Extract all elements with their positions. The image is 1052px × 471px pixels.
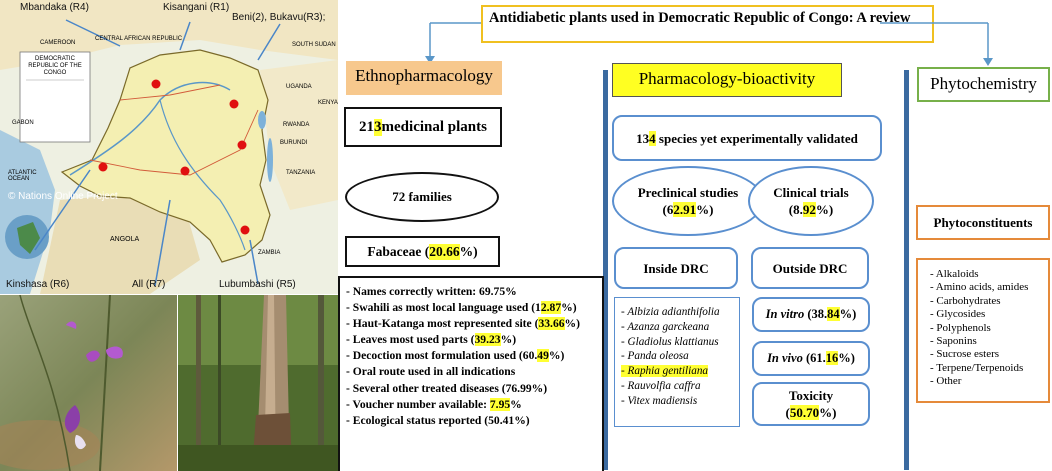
phytoconstituent-item: - Glycosides bbox=[930, 308, 986, 321]
fabaceae-box: Fabaceae (20.66%) bbox=[345, 236, 500, 267]
flower-photo bbox=[0, 295, 177, 471]
section-pharmacology: Pharmacology-bioactivity bbox=[612, 63, 842, 97]
species-item: - Vitex madiensis bbox=[621, 394, 698, 407]
species-item: - Rauvolfia caffra bbox=[621, 379, 701, 392]
map-label-beni-bukavu: Beni(2), Bukavu(R3); bbox=[232, 12, 326, 23]
ethno-finding-item: - Leaves most used parts (39.23%) bbox=[346, 333, 517, 347]
map-country-label: ZAMBIA bbox=[258, 250, 281, 256]
ethno-finding-item: - Swahili as most local language used (1… bbox=[346, 301, 577, 315]
outside-drc-box: Outside DRC bbox=[751, 247, 869, 289]
phytoconstituent-item: - Amino acids, amides bbox=[930, 281, 1029, 294]
map-country-label: CAMEROON bbox=[40, 40, 76, 46]
ethno-finding-item: - Oral route used in all indications bbox=[346, 365, 516, 379]
divider-bar bbox=[904, 70, 909, 470]
map-country-label: BURUNDI bbox=[280, 140, 308, 146]
species-item: - Gladiolus klattianus bbox=[621, 335, 719, 348]
map-country-label: UGANDA bbox=[286, 84, 312, 90]
map-country-label: SOUTH SUDAN bbox=[292, 42, 336, 48]
phytoconstituent-item: - Alkaloids bbox=[930, 268, 979, 280]
section-ethnopharmacology: Ethnopharmacology bbox=[346, 61, 502, 95]
phytoconstituents-panel: - Alkaloids- Amino acids, amides- Carboh… bbox=[916, 258, 1050, 403]
map-label-lubumbashi: Lubumbashi (R5) bbox=[219, 279, 296, 290]
tree-photo bbox=[178, 295, 338, 471]
phytoconstituent-item: - Terpene/Terpenoids bbox=[930, 361, 1024, 374]
map-label-all: All (R7) bbox=[132, 279, 166, 290]
ethno-findings-list: - Names correctly written: 69.75% - Swahi… bbox=[346, 284, 596, 429]
families-ellipse: 72 families bbox=[345, 172, 499, 222]
phytoconstituent-item: - Sucrose esters bbox=[930, 348, 1000, 361]
ethno-finding-item: - Names correctly written: 69.75% bbox=[346, 285, 517, 298]
section-phytochemistry: Phytochemistry bbox=[917, 67, 1050, 102]
ethno-finding-item: - Voucher number available: 7.95% bbox=[346, 397, 522, 411]
map-label-kisangani: Kisangani (R1) bbox=[163, 2, 230, 13]
map-country-label: CENTRAL AFRICAN REPUBLIC bbox=[95, 36, 183, 42]
phytoconstituent-item: - Other bbox=[930, 375, 962, 388]
phytoconstituent-item: - Saponins bbox=[930, 335, 977, 348]
map-country-label: GABON bbox=[12, 120, 34, 126]
map-country-label: ANGOLA bbox=[110, 236, 140, 243]
preclinical-ellipse: Preclinical studies(62.91%) bbox=[612, 166, 764, 236]
phytoconstituents-heading: Phytoconstituents bbox=[916, 205, 1050, 240]
inside-drc-box: Inside DRC bbox=[614, 247, 738, 289]
drc-map: Mbandaka (R4) Kisangani (R1) Beni(2), Bu… bbox=[0, 0, 338, 294]
ethno-finding-item: - Ecological status reported (50.41%) bbox=[346, 413, 530, 427]
phytoconstituents-list: - Alkaloids- Amino acids, amides- Carboh… bbox=[930, 268, 1044, 389]
species-validated-box: 134 species yet experimentally validated bbox=[612, 115, 882, 161]
ethno-finding-item: - Haut-Katanga most represented site (33… bbox=[346, 317, 581, 331]
diagram-title: Antidiabetic plants used in Democratic R… bbox=[481, 5, 934, 43]
map-country-label: RWANDA bbox=[283, 122, 310, 128]
phytoconstituent-item: - Carbohydrates bbox=[930, 294, 1001, 307]
species-item: - Raphia gentiliana bbox=[621, 365, 709, 378]
in-vivo-box: In vivo (61.16%) bbox=[752, 341, 870, 376]
map-country-label: TANZANIA bbox=[286, 170, 316, 176]
map-label-mbandaka: Mbandaka (R4) bbox=[20, 2, 89, 13]
species-list: - Albizia adianthifolia - Azanza garckean… bbox=[621, 305, 733, 409]
map-country-label: KENYA bbox=[318, 100, 338, 106]
map-legend-title: DEMOCRATIC REPUBLIC OF THE CONGO bbox=[28, 56, 82, 76]
species-item: - Panda oleosa bbox=[621, 350, 689, 363]
ethno-finding-item: - Decoction most formulation used (60.49… bbox=[346, 349, 565, 363]
species-item: - Azanza garckeana bbox=[621, 320, 710, 333]
map-ocean-label: ATLANTIC OCEAN bbox=[8, 170, 37, 182]
divider-bar bbox=[603, 70, 608, 470]
map-credit: © Nations Online Project bbox=[8, 191, 118, 202]
ethno-finding-item: - Several other treated diseases (76.99%… bbox=[346, 381, 548, 395]
map-graphic bbox=[0, 0, 338, 294]
clinical-trials-ellipse: Clinical trials(8.92%) bbox=[748, 166, 874, 236]
connector-arrows bbox=[425, 22, 993, 66]
ethno-findings-panel: - Names correctly written: 69.75% - Swahi… bbox=[338, 276, 604, 471]
species-list-panel: - Albizia adianthifolia - Azanza garckean… bbox=[614, 297, 740, 427]
map-label-kinshasa: Kinshasa (R6) bbox=[6, 279, 70, 290]
toxicity-box: Toxicity(50.70%) bbox=[752, 382, 870, 426]
phytoconstituent-item: - Polyphenols bbox=[930, 321, 991, 334]
in-vitro-box: In vitro (38.84%) bbox=[752, 297, 870, 332]
species-item: - Albizia adianthifolia bbox=[621, 306, 720, 318]
